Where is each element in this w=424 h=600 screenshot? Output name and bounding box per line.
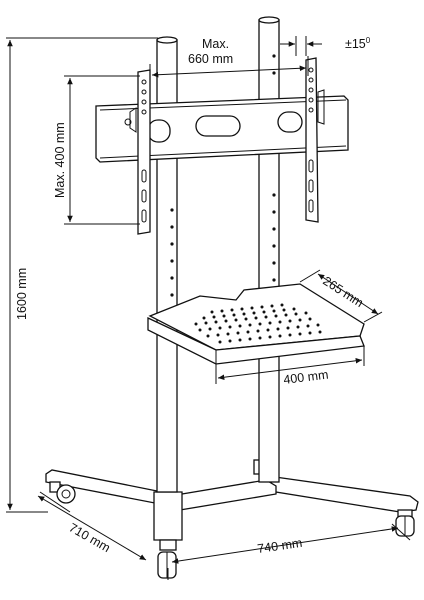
shelf-vent-holes xyxy=(194,303,322,344)
dimension-vesa-height xyxy=(64,75,140,225)
pole-adjustment-holes xyxy=(170,54,276,297)
caster-wheel-front xyxy=(157,539,177,579)
label-base-width: 740 mm xyxy=(256,536,303,556)
caster-wheel-back-right xyxy=(395,509,415,537)
label-base-depth: 710 mm xyxy=(67,520,113,555)
label-max-vesa-width-line1: Max. xyxy=(202,37,229,51)
base-frame xyxy=(45,469,419,541)
dimension-base-depth xyxy=(37,491,147,561)
dimension-shelf-width xyxy=(215,346,365,384)
dimension-base-width xyxy=(167,523,411,580)
label-max-vesa-width-line2: 660 mm xyxy=(188,52,233,66)
label-tilt-value: ±15 xyxy=(345,37,366,51)
shelf xyxy=(147,283,365,365)
dimension-vesa-width xyxy=(149,56,309,84)
label-tilt: ±150 xyxy=(345,36,371,51)
vesa-arm-right xyxy=(305,57,325,223)
label-total-height: 1600 mm xyxy=(15,268,29,320)
dimension-shelf-depth xyxy=(299,269,383,323)
pole-right xyxy=(258,16,280,483)
dimension-tilt xyxy=(280,36,322,56)
vesa-arm-left xyxy=(124,69,151,235)
label-max-vesa-height: Max. 400 mm xyxy=(53,122,67,198)
label-tilt-degree: 0 xyxy=(366,36,371,45)
label-shelf-width: 400 mm xyxy=(283,368,330,387)
